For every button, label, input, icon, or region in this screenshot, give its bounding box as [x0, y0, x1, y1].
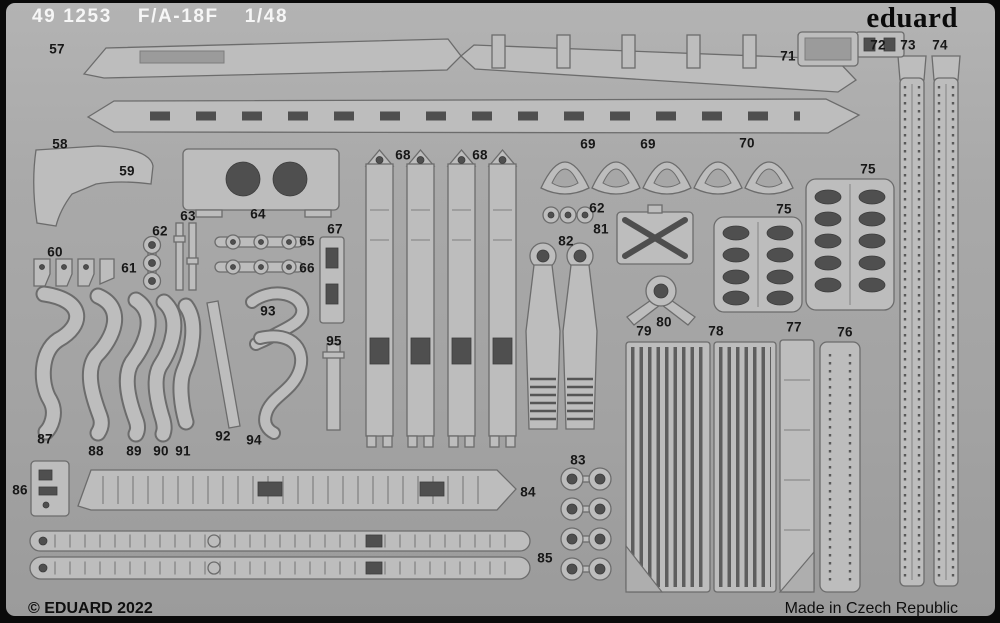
part-number-label: 90 [153, 443, 169, 459]
part-74-shape [931, 55, 961, 587]
catalog-number: 49 1253 [32, 6, 112, 27]
part-86-shape [30, 460, 70, 517]
part-61-62-rings [142, 235, 162, 291]
part-number-label: 83 [570, 452, 586, 468]
part-number-label: 65 [299, 233, 315, 249]
part-91-shape [172, 297, 202, 431]
part-75-grids [713, 178, 895, 313]
part-number-label: 86 [12, 482, 28, 498]
part-59-shape [33, 145, 154, 227]
part-number-label: 62 [589, 200, 605, 216]
part-57-shape [82, 34, 858, 93]
part-number-label: 57 [49, 41, 65, 57]
part-number-label: 68 [472, 147, 488, 163]
part-95-shape [322, 343, 345, 431]
part-84-shape [77, 469, 517, 511]
part-number-label: 87 [37, 431, 53, 447]
copyright-text: © EDUARD 2022 [28, 600, 153, 617]
part-94-shape [253, 329, 309, 440]
part-number-label: 81 [593, 221, 609, 237]
part-number-label: 77 [786, 319, 802, 335]
subject-name: F/A-18F [137, 6, 219, 27]
part-number-label: 88 [88, 443, 104, 459]
part-87-shape [34, 285, 85, 441]
part-number-label: 95 [326, 333, 342, 349]
part-81-shape [616, 204, 694, 265]
part-80-shape [626, 275, 696, 326]
part-90-shape [147, 293, 183, 443]
part-number-label: 69 [640, 136, 656, 152]
part-58-shape [86, 98, 861, 134]
part-88-shape [81, 287, 124, 442]
part-number-label: 75 [776, 201, 792, 217]
part-number-label: 75 [860, 161, 876, 177]
part-60-shape [33, 258, 115, 287]
part-number-label: 93 [260, 303, 276, 319]
part-63-shape [173, 222, 199, 291]
origin-text: Made in Czech Republic [784, 600, 958, 617]
part-76-shape [819, 341, 861, 593]
part-number-label: 76 [837, 324, 853, 340]
part-number-label: 92 [215, 428, 231, 444]
part-92-shape [206, 300, 241, 429]
part-number-label: 62 [152, 223, 168, 239]
part-number-label: 70 [739, 135, 755, 151]
part-number-label: 60 [47, 244, 63, 260]
part-number-label: 80 [656, 314, 672, 330]
part-number-label: 67 [327, 221, 343, 237]
part-number-label: 78 [708, 323, 724, 339]
part-number-label: 64 [250, 206, 266, 222]
part-79-shape [625, 341, 711, 593]
part-83-rings [560, 467, 612, 581]
part-number-label: 59 [119, 163, 135, 179]
part-number-label: 58 [52, 136, 68, 152]
part-number-label: 89 [126, 443, 142, 459]
part-73-shape [897, 55, 927, 587]
eduard-logo: eduard [866, 2, 958, 34]
sheet-title: 49 1253 F/A-18F 1/48 [32, 6, 314, 28]
part-85-shapes [29, 530, 531, 580]
part-number-label: 68 [395, 147, 411, 163]
part-62-shape [542, 206, 594, 224]
part-number-label: 85 [537, 550, 553, 566]
part-78-shape [713, 341, 777, 593]
part-89-shape [118, 291, 157, 443]
part-number-label: 73 [900, 37, 916, 53]
part-number-label: 91 [175, 443, 191, 459]
part-number-label: 72 [870, 37, 886, 53]
part-71-shape [797, 31, 859, 67]
part-number-label: 82 [558, 233, 574, 249]
part-number-label: 63 [180, 208, 196, 224]
part-number-label: 84 [520, 484, 536, 500]
part-number-label: 71 [780, 48, 796, 64]
part-number-label: 66 [299, 260, 315, 276]
part-72-shape [855, 31, 905, 58]
part-number-label: 79 [636, 323, 652, 339]
part-number-label: 61 [121, 260, 137, 276]
part-65-shape [214, 234, 304, 250]
part-number-label: 74 [932, 37, 948, 53]
part-number-label: 94 [246, 432, 262, 448]
part-77-shape [778, 339, 815, 593]
part-66-shape [214, 259, 304, 275]
part-64-shape [182, 148, 340, 218]
scale-label: 1/48 [244, 6, 289, 27]
part-67-shape [319, 236, 345, 324]
part-number-label: 69 [580, 136, 596, 152]
